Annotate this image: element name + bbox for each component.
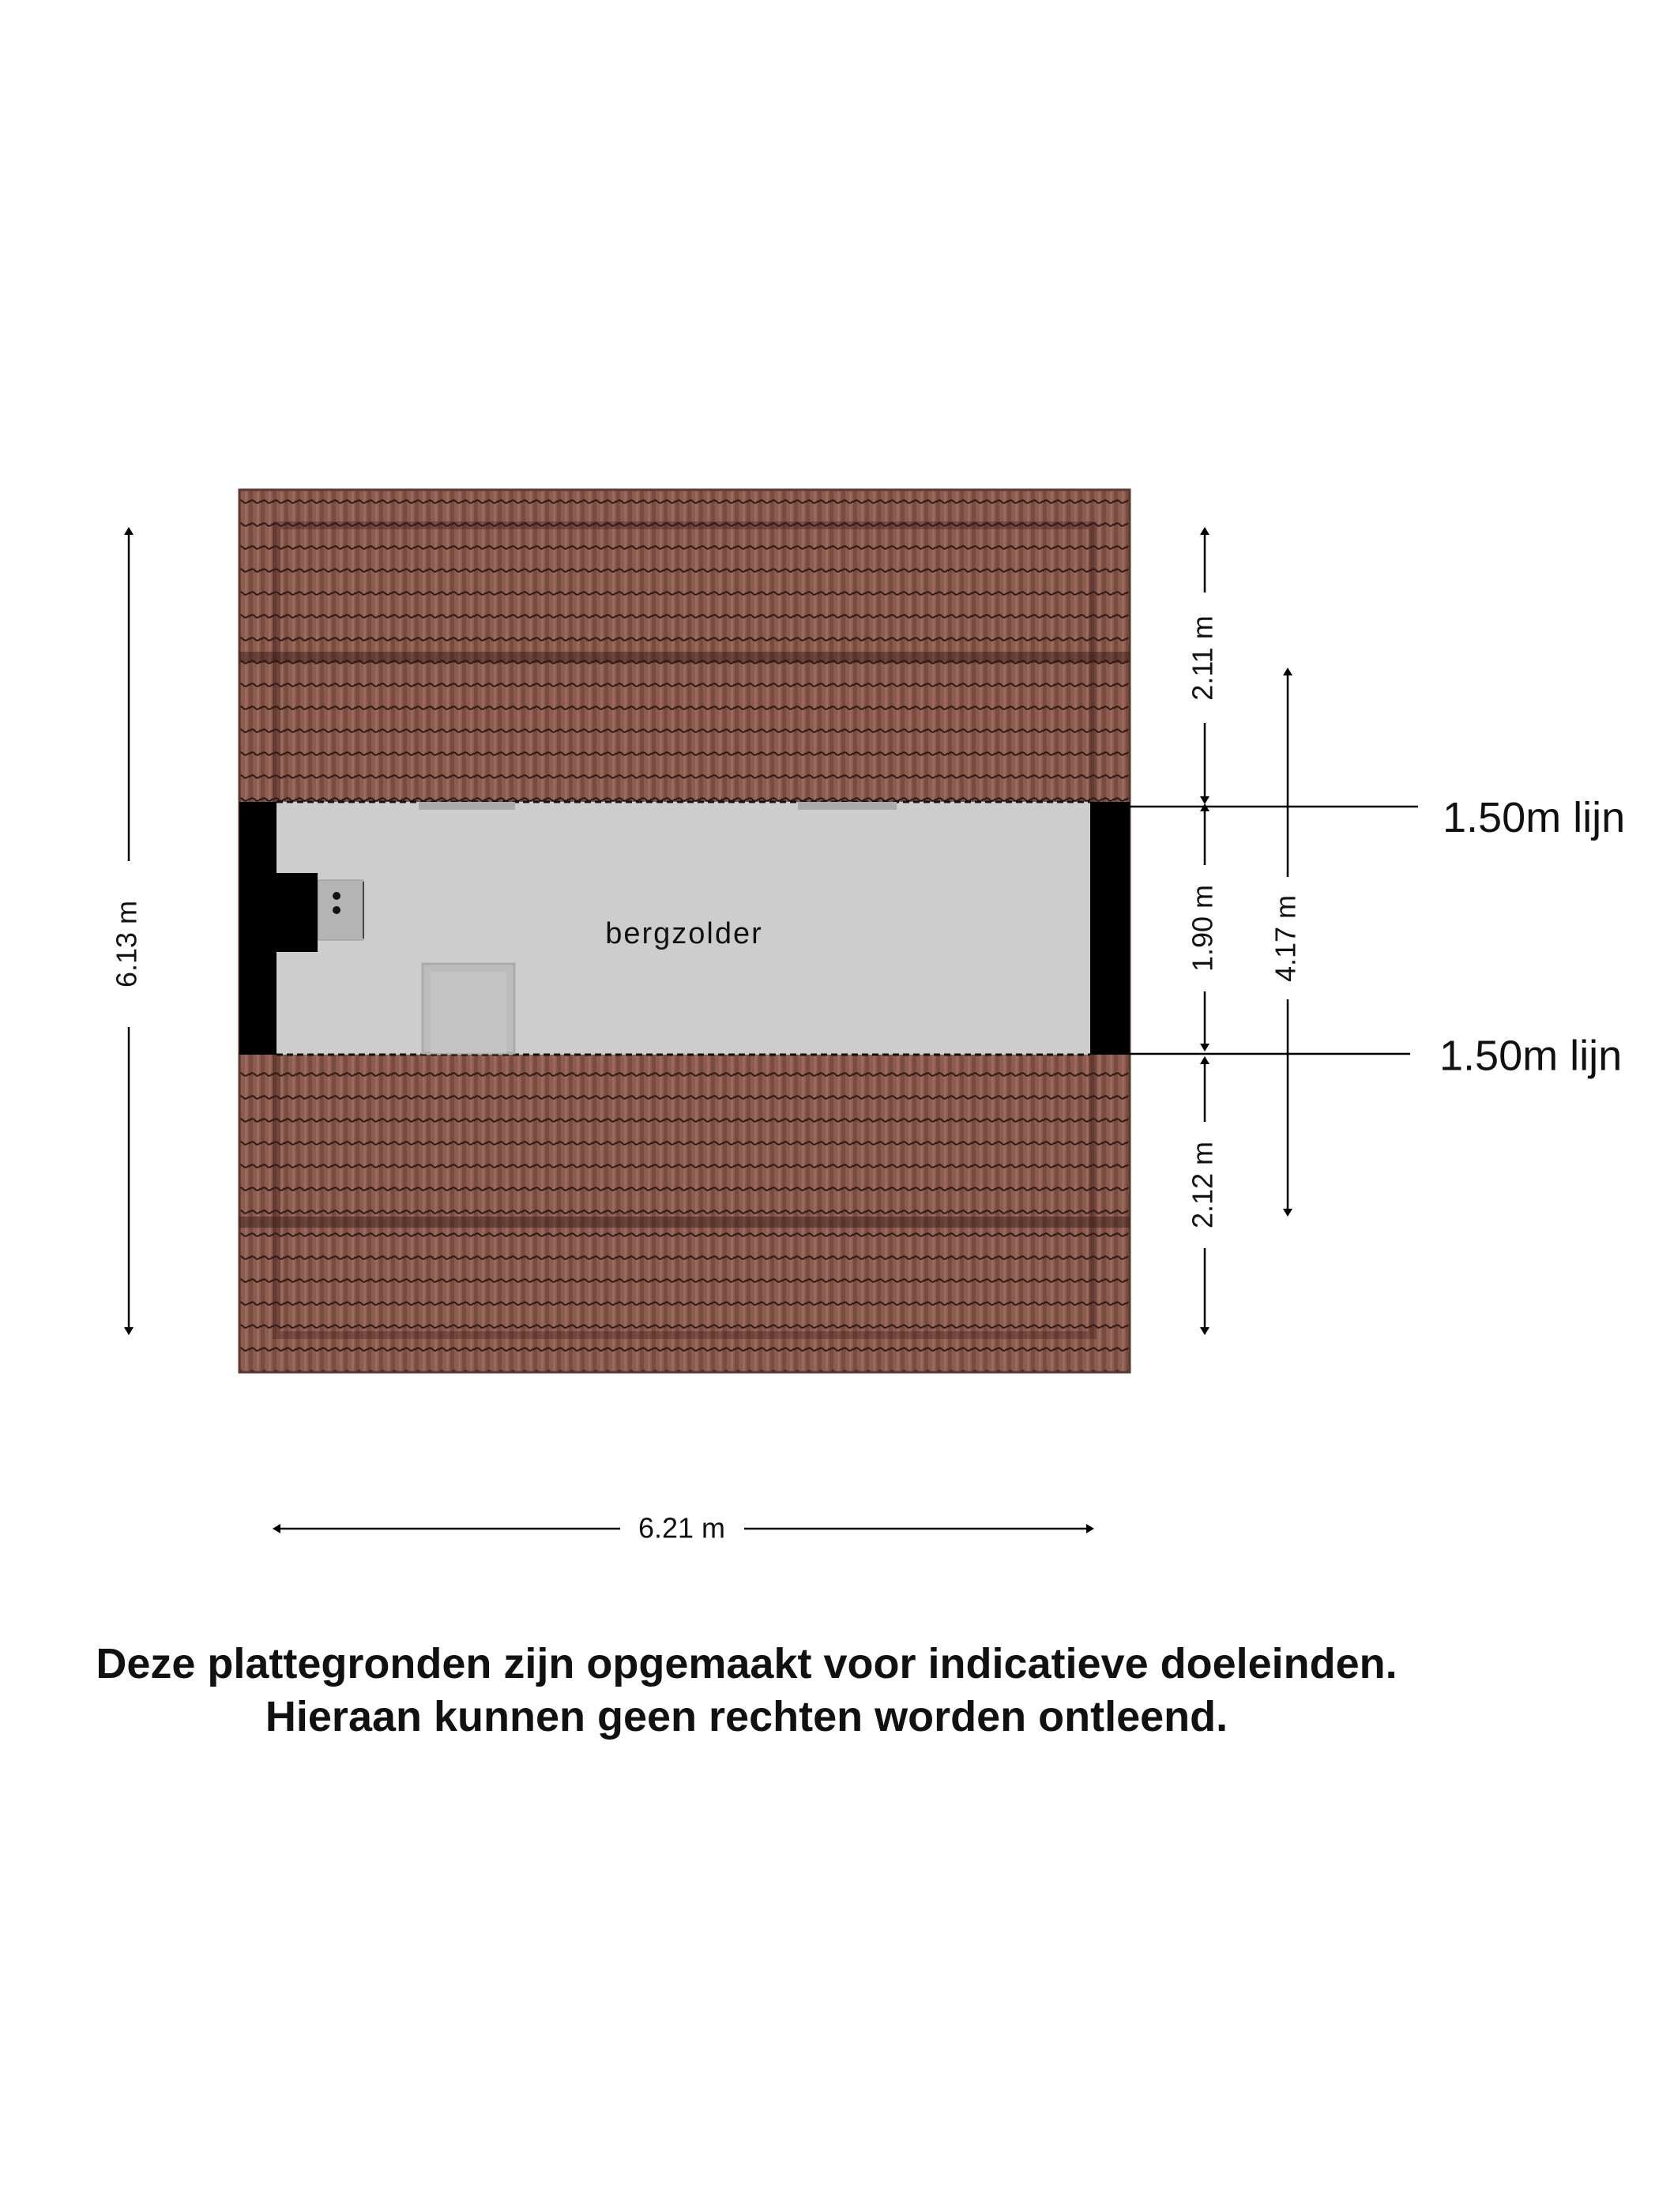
height-line-label: 1.50m lijn (1443, 794, 1625, 841)
boiler-icon (318, 879, 364, 941)
wall-left (239, 802, 276, 1055)
chimney (276, 873, 318, 952)
attic-hatch (421, 962, 516, 1055)
dim-inner-span: 4.17 m (1270, 895, 1302, 982)
room-label: bergzolder (605, 917, 763, 950)
dim-bottom-slope: 2.12 m (1187, 1142, 1219, 1228)
dim-total-width: 6.21 m (638, 1512, 725, 1544)
skylight (419, 802, 515, 810)
skylight (798, 802, 897, 810)
dim-total-height: 6.13 m (111, 901, 143, 988)
disclaimer-line-2: Hieraan kunnen geen rechten worden ontle… (265, 1693, 1228, 1740)
dim-top-slope: 2.11 m (1187, 615, 1219, 700)
wall-right (1090, 802, 1130, 1055)
disclaimer-line-1: Deze plattegronden zijn opgemaakt voor i… (96, 1640, 1398, 1687)
dim-middle: 1.90 m (1187, 885, 1219, 972)
attic-floor (239, 802, 1130, 1055)
height-line-label: 1.50m lijn (1439, 1032, 1622, 1079)
